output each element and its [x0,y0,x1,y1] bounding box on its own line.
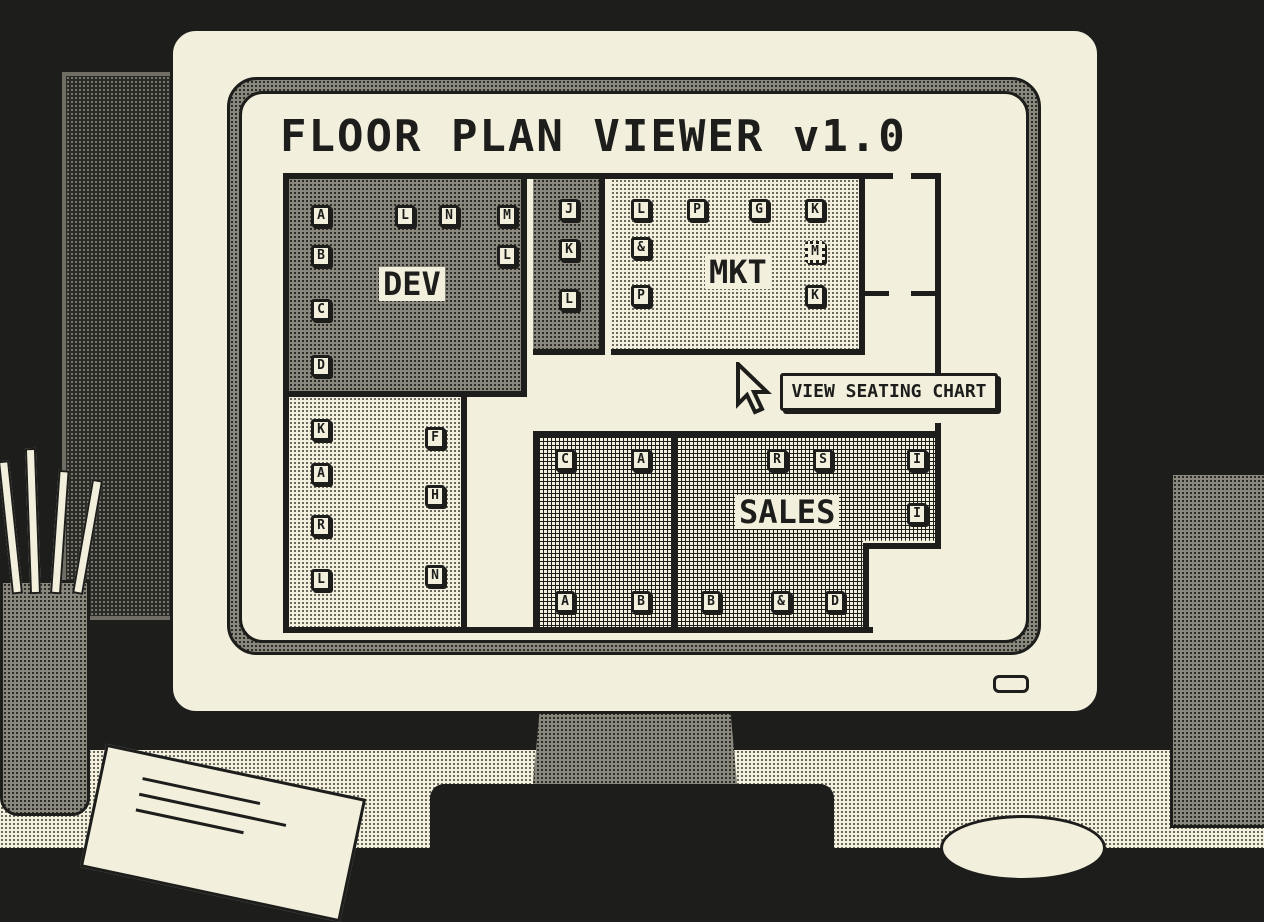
desk[interactable]: & [631,237,651,259]
pencil [0,460,23,595]
power-indicator[interactable] [993,675,1029,693]
wall [863,543,941,549]
wall [911,291,941,296]
screen: FLOOR PLAN VIEWER v1.0 DEV A L N M B L [239,91,1029,643]
view-seating-chart-tooltip[interactable]: VIEW SEATING CHART [780,373,998,411]
desk[interactable]: H [425,485,445,507]
desk[interactable]: I [907,449,927,471]
room-lower-left[interactable]: K F A H R L N [289,397,467,627]
computer-mouse [940,815,1106,881]
desk[interactable]: L [395,205,415,227]
desk[interactable]: G [749,199,769,221]
pencil-cup [0,580,90,816]
desk[interactable]: P [687,199,707,221]
room-dev[interactable]: DEV A L N M B L C D [289,179,527,397]
desk[interactable]: D [311,355,331,377]
wall [935,423,941,549]
wall [863,543,869,633]
room-dev-annex[interactable]: J K L [533,179,605,355]
desk[interactable]: R [767,449,787,471]
desk[interactable]: B [311,245,331,267]
desk[interactable]: & [771,591,791,613]
wall [283,173,289,633]
desk[interactable]: I [907,503,927,525]
monitor: FLOOR PLAN VIEWER v1.0 DEV A L N M B L [170,28,1100,714]
pencil [24,447,41,595]
wall [283,173,893,179]
desk[interactable]: K [805,285,825,307]
desk[interactable]: D [825,591,845,613]
desk[interactable]: A [555,591,575,613]
wall-panel [62,72,182,620]
room-sales[interactable]: SALES R S I I B & D [677,431,935,627]
desk[interactable]: A [311,205,331,227]
desk[interactable]: K [311,419,331,441]
desk[interactable]: N [425,565,445,587]
room-label-dev: DEV [379,267,445,301]
desk[interactable]: A [311,463,331,485]
room-label-sales: SALES [735,495,840,529]
room-label-mkt: MKT [705,255,771,289]
desk[interactable]: K [805,199,825,221]
wall [911,173,941,179]
desk[interactable]: A [631,449,651,471]
monitor-stand [532,704,738,794]
desk[interactable]: C [555,449,575,471]
app-title: FLOOR PLAN VIEWER v1.0 [280,111,907,162]
desk[interactable]: F [425,427,445,449]
desk[interactable]: K [559,239,579,261]
desk[interactable]: L [559,289,579,311]
arrow-cursor-icon [734,359,774,422]
desk[interactable]: B [631,591,651,613]
desk[interactable]: L [311,569,331,591]
desk[interactable]: L [497,245,517,267]
desk[interactable]: R [311,515,331,537]
desk[interactable]: L [631,199,651,221]
monitor-base [430,784,834,854]
desk[interactable]: M [497,205,517,227]
wall [863,291,889,296]
desk-speaker [1170,472,1264,828]
desk[interactable]: M [805,241,825,263]
room-sales-west[interactable]: C A A B [533,431,677,627]
room-mkt[interactable]: MKT L P G K & M P K [611,179,865,355]
desk[interactable]: P [631,285,651,307]
floor-plan: DEV A L N M B L C D J K L MKT L P G [283,173,953,633]
desk[interactable]: J [559,199,579,221]
wall [283,627,873,633]
wall [935,173,941,373]
desk[interactable]: B [701,591,721,613]
desk[interactable]: N [439,205,459,227]
desk[interactable]: S [813,449,833,471]
desk[interactable]: C [311,299,331,321]
